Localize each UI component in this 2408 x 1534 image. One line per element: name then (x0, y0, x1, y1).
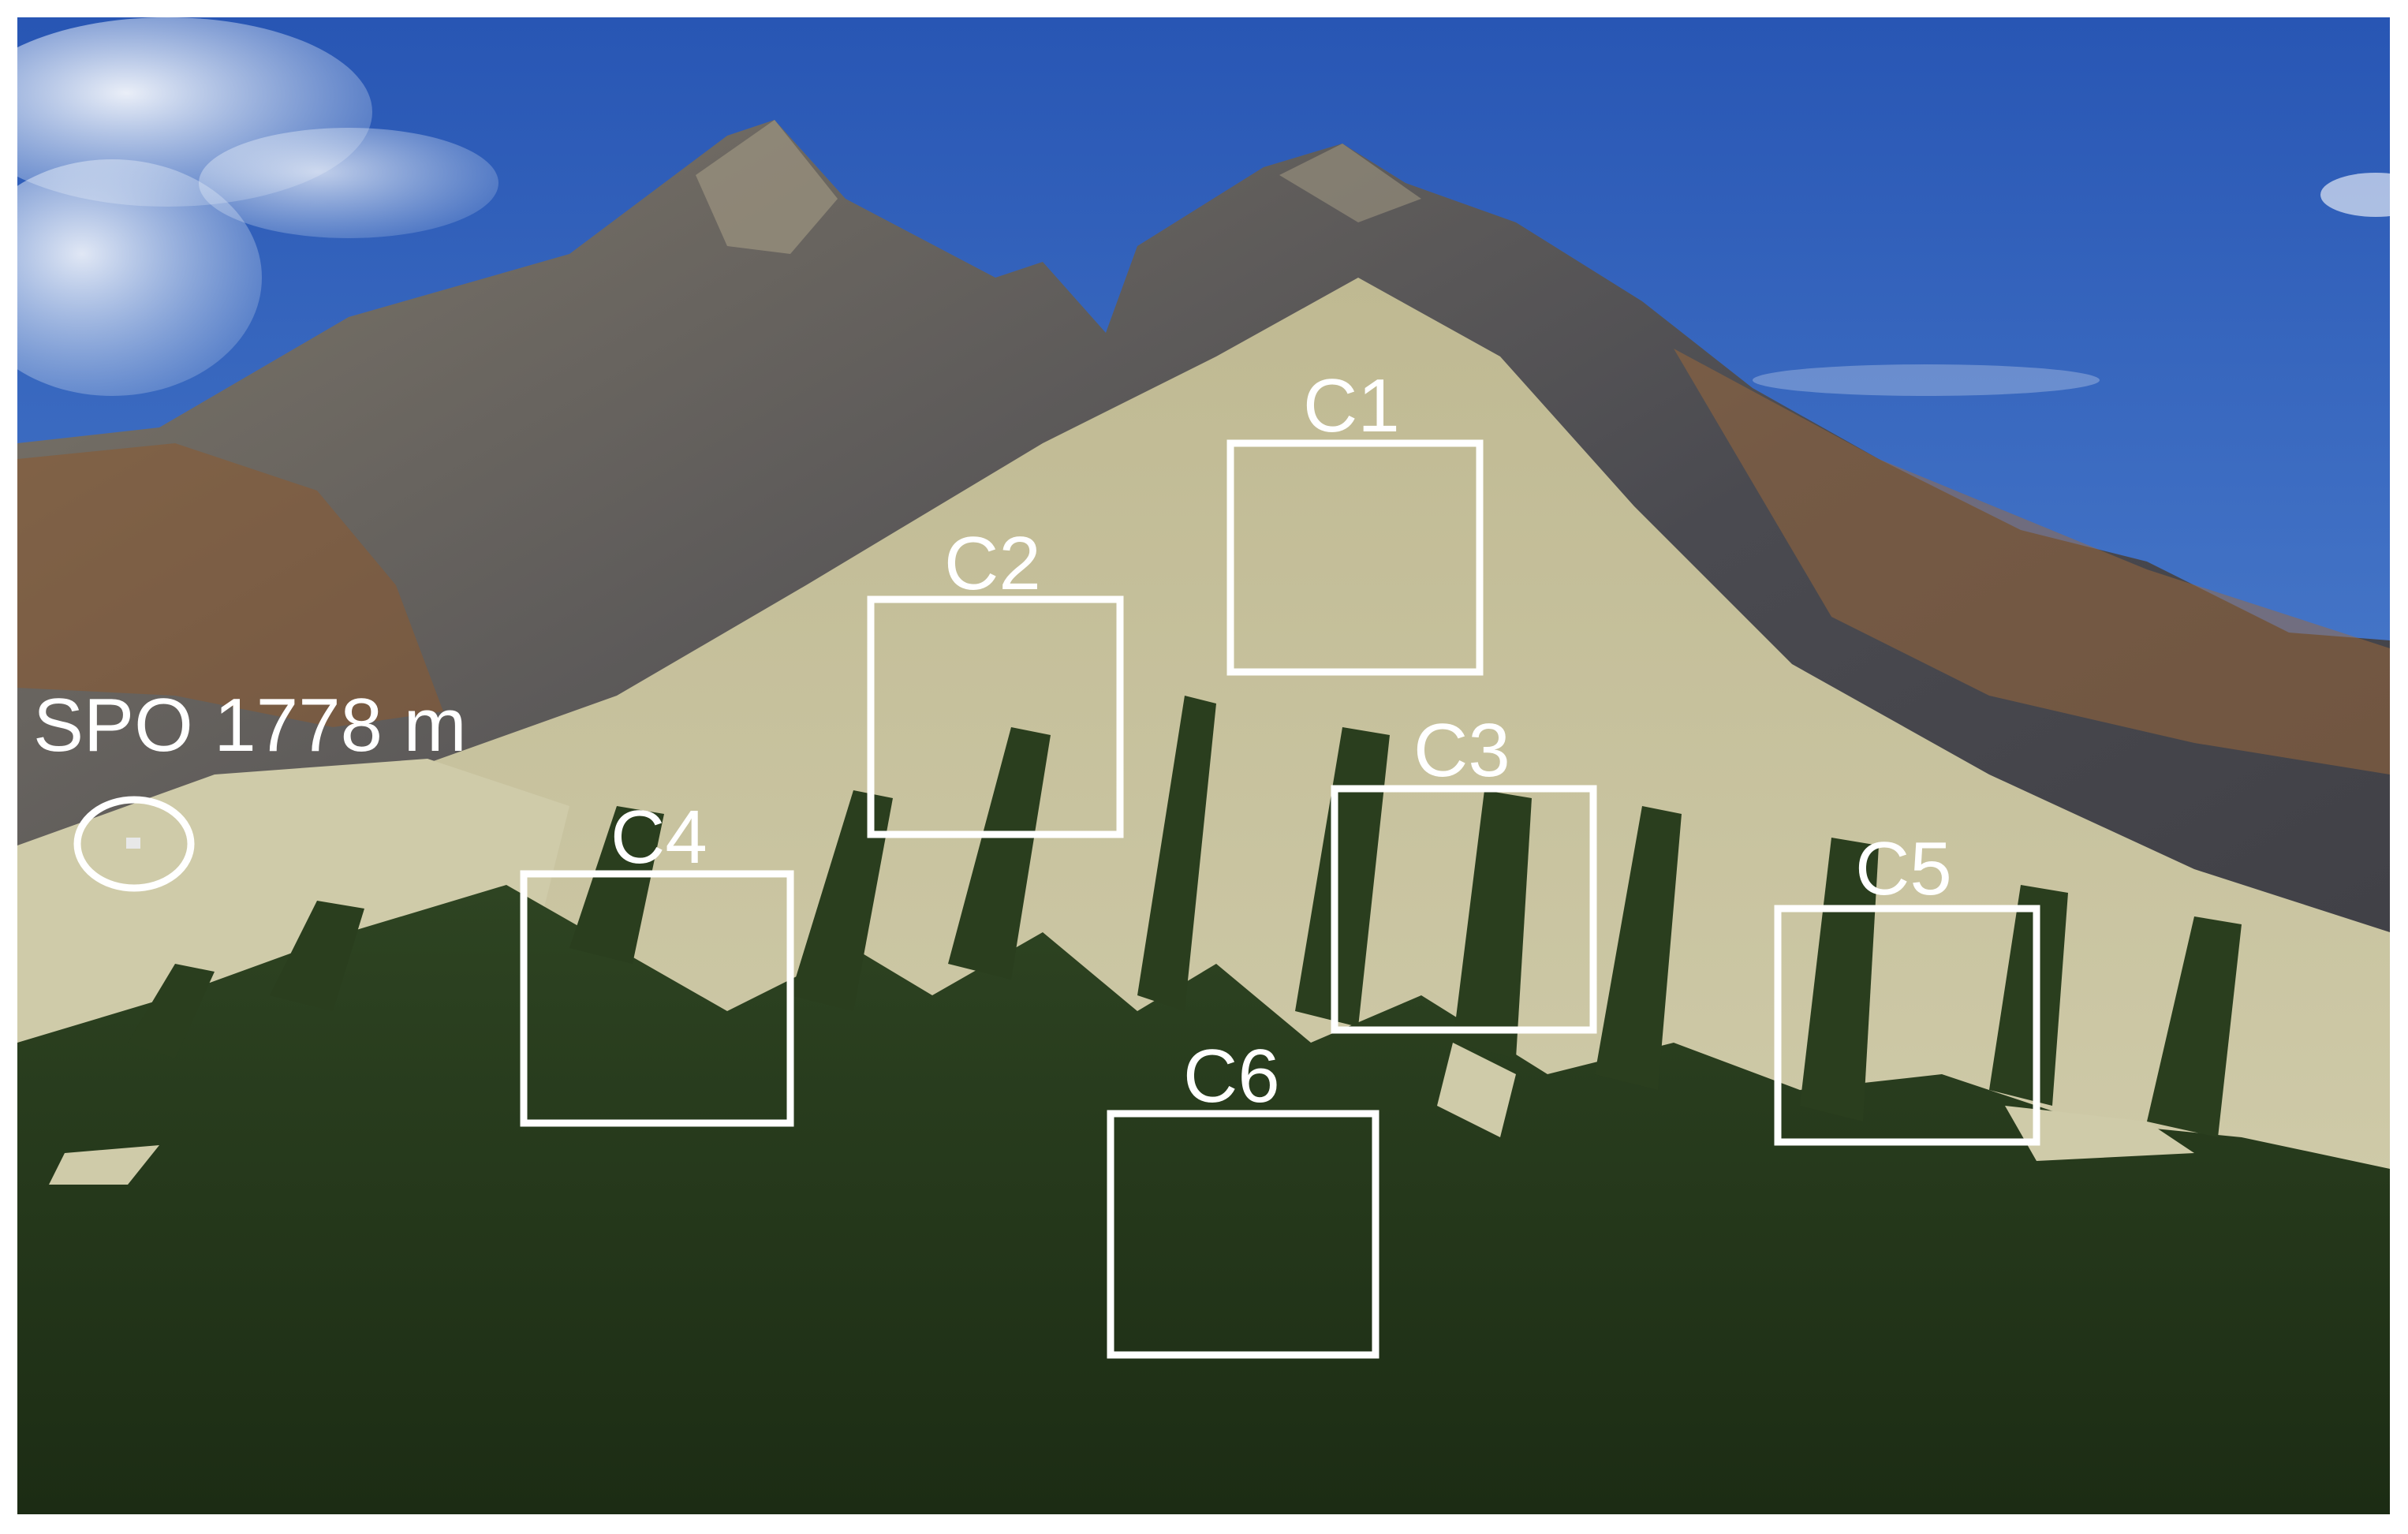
plot-label: C2 (944, 521, 1041, 606)
plot-c6: C6 (1107, 1034, 1379, 1359)
plot-c2: C2 (867, 521, 1124, 838)
plot-box (520, 870, 794, 1127)
plot-c4: C4 (520, 795, 794, 1127)
plot-label: C6 (1183, 1034, 1280, 1118)
autumn-slope-right (1674, 349, 2390, 774)
station-label: SPO 1778 m (33, 683, 467, 767)
plot-label: C1 (1303, 364, 1400, 448)
plot-label: C3 (1413, 708, 1510, 793)
plot-box (1774, 905, 2040, 1146)
summit-light-rock (696, 120, 838, 254)
plot-label: C5 (1855, 827, 1952, 911)
dwarf-pine-vegetation (17, 885, 2390, 1514)
plot-box (1107, 1110, 1379, 1359)
station-marker-circle (73, 796, 195, 892)
plot-c3: C3 (1331, 708, 1597, 1034)
cloud-left (17, 17, 498, 396)
second-summit-light-rock (1279, 144, 1421, 222)
plot-c5: C5 (1774, 827, 2040, 1146)
mountain-photograph: SPO 1778 m C1 C2 C3 C4 C5 C6 (17, 17, 2390, 1514)
scree-tongues (49, 1043, 2194, 1185)
cloud-right (2320, 173, 2390, 217)
plot-box (1226, 439, 1484, 676)
plot-label: C4 (610, 795, 707, 879)
autumn-slope-left (17, 443, 443, 727)
plot-box (867, 595, 1124, 838)
station-building (126, 838, 140, 849)
plot-c1: C1 (1226, 364, 1484, 676)
plot-box (1331, 785, 1597, 1034)
cloud-wisp (1753, 364, 2100, 396)
